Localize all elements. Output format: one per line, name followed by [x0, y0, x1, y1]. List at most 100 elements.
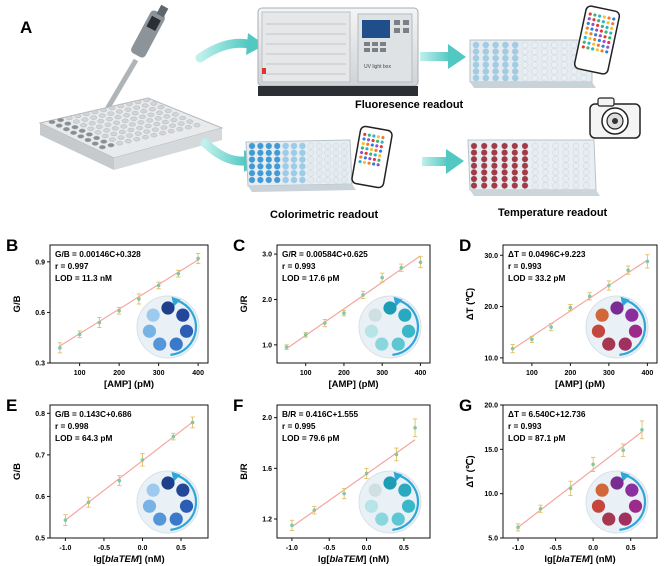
phone-dot	[596, 23, 600, 28]
plate-well	[341, 142, 348, 150]
y-tick-label: 10.0	[484, 355, 498, 362]
plate-well	[99, 145, 106, 150]
plate-well	[531, 155, 539, 163]
data-point	[530, 337, 534, 342]
arrow-to-temperature-plate	[422, 157, 448, 166]
color-well	[161, 301, 175, 315]
color-well	[142, 499, 157, 513]
panel-letter: G	[459, 396, 472, 415]
plate-well	[531, 61, 539, 69]
plate-well	[48, 119, 56, 125]
y-tick-label: 2.0	[262, 415, 272, 422]
phone-dot	[594, 33, 598, 37]
phone-dot	[593, 13, 597, 17]
color-well	[368, 483, 382, 497]
regression-equation: G/B = 0.143C+0.686	[55, 409, 132, 419]
phone-dot	[373, 153, 377, 157]
phone-dot	[376, 139, 380, 143]
phone-dot	[379, 145, 383, 149]
panel-letter: C	[233, 236, 245, 255]
plate-well	[511, 54, 519, 62]
color-well	[602, 337, 616, 351]
plate-well	[521, 41, 529, 49]
plate-well	[521, 74, 529, 82]
plate-well	[472, 68, 480, 75]
plate-well	[341, 169, 348, 177]
plate-well	[562, 182, 570, 189]
plate-well	[290, 156, 298, 163]
plate-well	[120, 124, 128, 129]
plate-well	[248, 149, 256, 157]
plate-well	[562, 142, 570, 150]
data-point	[190, 420, 195, 425]
plate-well	[90, 115, 98, 120]
plate-well	[582, 142, 590, 150]
trend-arrow-head	[620, 296, 630, 307]
plate-well	[541, 54, 548, 62]
plate-well	[572, 169, 580, 176]
phone-dot	[602, 15, 606, 19]
plate-well	[103, 128, 111, 133]
data-point	[323, 321, 327, 325]
plate-well	[472, 61, 480, 69]
plate-well	[57, 117, 64, 123]
color-well	[368, 308, 382, 322]
plate-well	[299, 142, 306, 150]
phone-dot	[585, 26, 589, 30]
plate-well	[93, 135, 101, 141]
data-point	[77, 332, 82, 337]
plate-well	[552, 155, 559, 163]
plate-well	[552, 182, 559, 189]
plate-well	[511, 149, 519, 156]
plate-well	[257, 142, 264, 150]
plate-well	[248, 142, 256, 150]
plate-well	[109, 137, 116, 142]
phone-dot	[369, 147, 374, 152]
trend-arrow-head	[393, 296, 403, 307]
plate-well	[117, 103, 125, 109]
phone-dot	[380, 140, 384, 144]
plate-well	[100, 107, 108, 113]
y-tick-label: 10.0	[484, 491, 498, 498]
plate-well	[124, 139, 132, 144]
plate-well	[307, 156, 315, 163]
plate-well	[542, 169, 549, 176]
plate-well	[332, 176, 340, 184]
plate-well	[560, 74, 568, 82]
y-tick-label: 1.0	[262, 342, 272, 349]
phone-dot	[581, 45, 585, 49]
plot-frame	[49, 404, 209, 539]
panel-letter: B	[6, 236, 18, 255]
x-tick-label: -0.5	[98, 545, 110, 552]
color-well	[391, 512, 405, 526]
color-well	[618, 337, 632, 351]
phone-dot	[364, 151, 368, 155]
correlation-r: r = 0.998	[55, 421, 89, 431]
plate-well	[265, 156, 273, 163]
plate-well	[257, 163, 264, 170]
plate-well	[171, 112, 179, 117]
plate-well	[121, 118, 129, 123]
x-axis-label: [AMP] (pM)	[104, 379, 154, 390]
plate-well	[324, 163, 331, 170]
plate-well	[140, 109, 148, 114]
phone-dot	[604, 30, 608, 34]
plot-frame	[502, 244, 658, 364]
data-point	[568, 305, 573, 310]
plate-well	[248, 163, 256, 170]
plate-well	[315, 169, 323, 177]
plate-well	[491, 162, 498, 170]
phone-dot	[607, 40, 611, 45]
plate-well	[324, 156, 331, 163]
plate-well	[480, 162, 488, 170]
data-point	[312, 508, 317, 512]
data-point	[538, 506, 543, 511]
plate-well	[491, 182, 498, 189]
y-axis-label: G/R	[239, 295, 250, 312]
plate-well	[491, 175, 498, 183]
x-tick-label: 100	[74, 370, 86, 377]
data-point	[97, 320, 102, 325]
color-well	[383, 476, 397, 490]
plate-well	[315, 176, 323, 184]
